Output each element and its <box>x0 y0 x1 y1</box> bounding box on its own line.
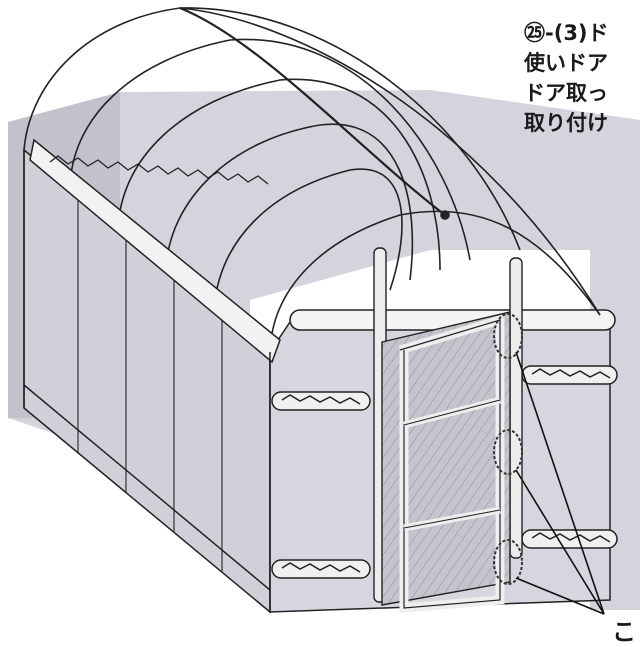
callout-label: こ <box>612 618 636 646</box>
frame-edges <box>23 150 271 612</box>
caption-line: ドア取っ <box>524 81 608 105</box>
door-handle-icon <box>493 429 523 475</box>
door-handle-highlights <box>493 313 523 585</box>
caption-line: 取り付け <box>524 111 608 135</box>
instruction-caption: ㉕-(3)ド 使いドア ドア取っ 取り付け <box>524 18 640 138</box>
roof-frame <box>23 6 601 353</box>
door-handle-icon <box>493 313 523 359</box>
door <box>381 311 511 613</box>
front-clamp-rails <box>271 365 618 579</box>
caption-line: ㉕-(3)ド <box>524 21 609 45</box>
callout-lines <box>515 351 605 615</box>
caption-line: 使いドア <box>524 51 608 75</box>
side-roof-rail <box>29 138 281 364</box>
door-handle-icon <box>493 539 523 585</box>
